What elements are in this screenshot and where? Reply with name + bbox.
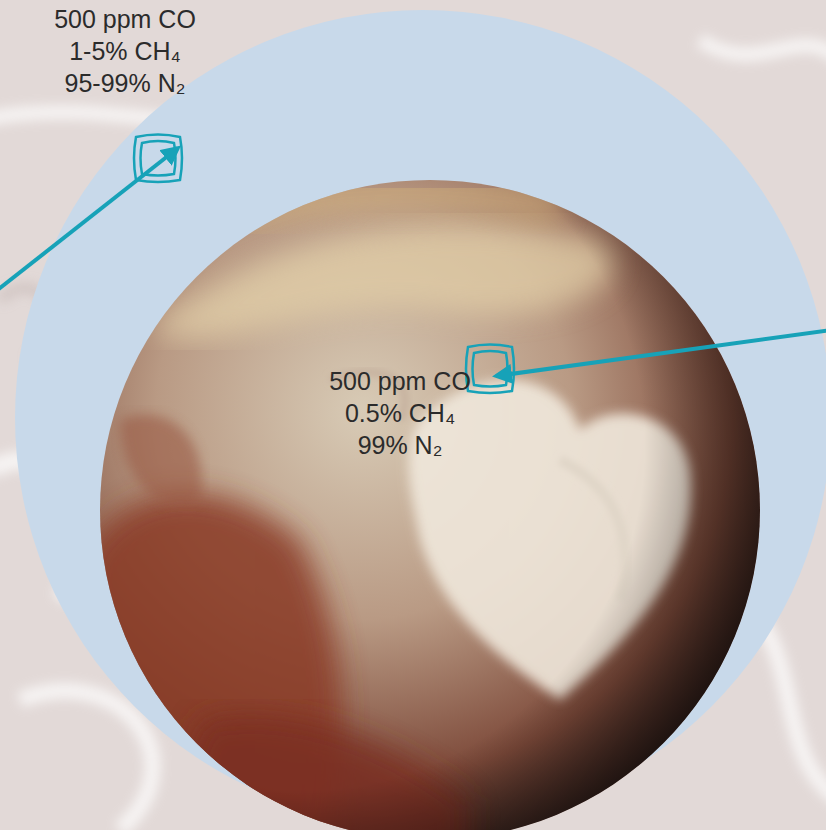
leader-arrow bbox=[0, 148, 178, 292]
composition-label: 0.5% CH₄ bbox=[345, 398, 455, 428]
pluto-globe bbox=[60, 180, 760, 830]
leader-arrow bbox=[496, 330, 826, 376]
composition-label: 500 ppm CO bbox=[329, 366, 471, 396]
composition-label: 95-99% N₂ bbox=[65, 68, 186, 98]
composition-label: 99% N₂ bbox=[358, 430, 443, 460]
composition-label: 1-5% CH₄ bbox=[69, 36, 181, 66]
composition-label: 500 ppm CO bbox=[54, 4, 196, 34]
sample-icon bbox=[466, 345, 514, 394]
